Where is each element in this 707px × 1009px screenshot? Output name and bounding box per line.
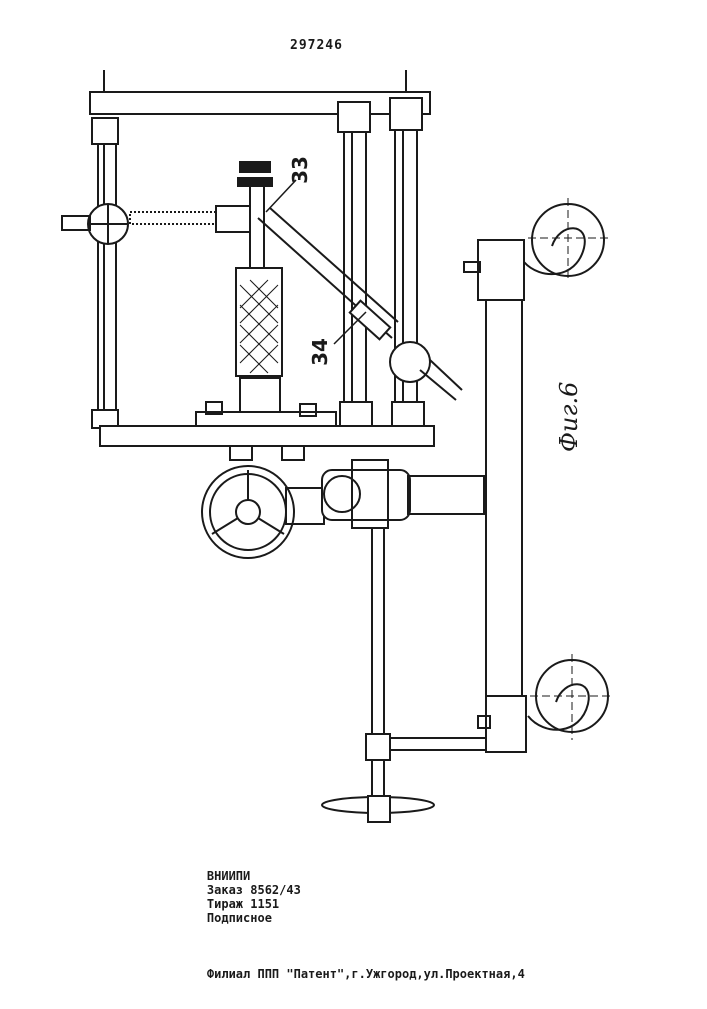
footer-order: Заказ 8562/43	[207, 883, 301, 897]
diagonal-arm	[258, 180, 462, 400]
footer-row-2: Филиал ППП "Патент",г.Ужгород,ул.Проектн…	[178, 953, 547, 995]
upper-wheel	[524, 198, 608, 282]
left-column	[92, 118, 118, 428]
publication-footer: ВНИИПИ Заказ 8562/43 Тираж 1151 Подписно…	[178, 855, 547, 1009]
right-beam	[464, 240, 526, 752]
footer-row-1: ВНИИПИ Заказ 8562/43 Тираж 1151 Подписно…	[178, 855, 547, 939]
footer-branch: Филиал ППП "Патент",г.Ужгород,ул.Проектн…	[207, 967, 525, 981]
top-plate	[90, 70, 430, 114]
callout-34: 34	[308, 338, 332, 366]
footer-subscription: Подписное	[207, 911, 272, 925]
footer-print-run: Тираж 1151	[207, 897, 279, 911]
horizontal-tube	[322, 460, 484, 528]
figure-caption: Фиг.6	[555, 382, 583, 452]
central-jack	[236, 162, 282, 412]
left-clamp	[62, 204, 250, 244]
lower-spindle	[322, 528, 488, 822]
footer-org: ВНИИПИ	[207, 869, 250, 883]
callout-33: 33	[288, 156, 312, 184]
handwheel	[202, 466, 324, 558]
lower-wheel	[528, 654, 612, 740]
